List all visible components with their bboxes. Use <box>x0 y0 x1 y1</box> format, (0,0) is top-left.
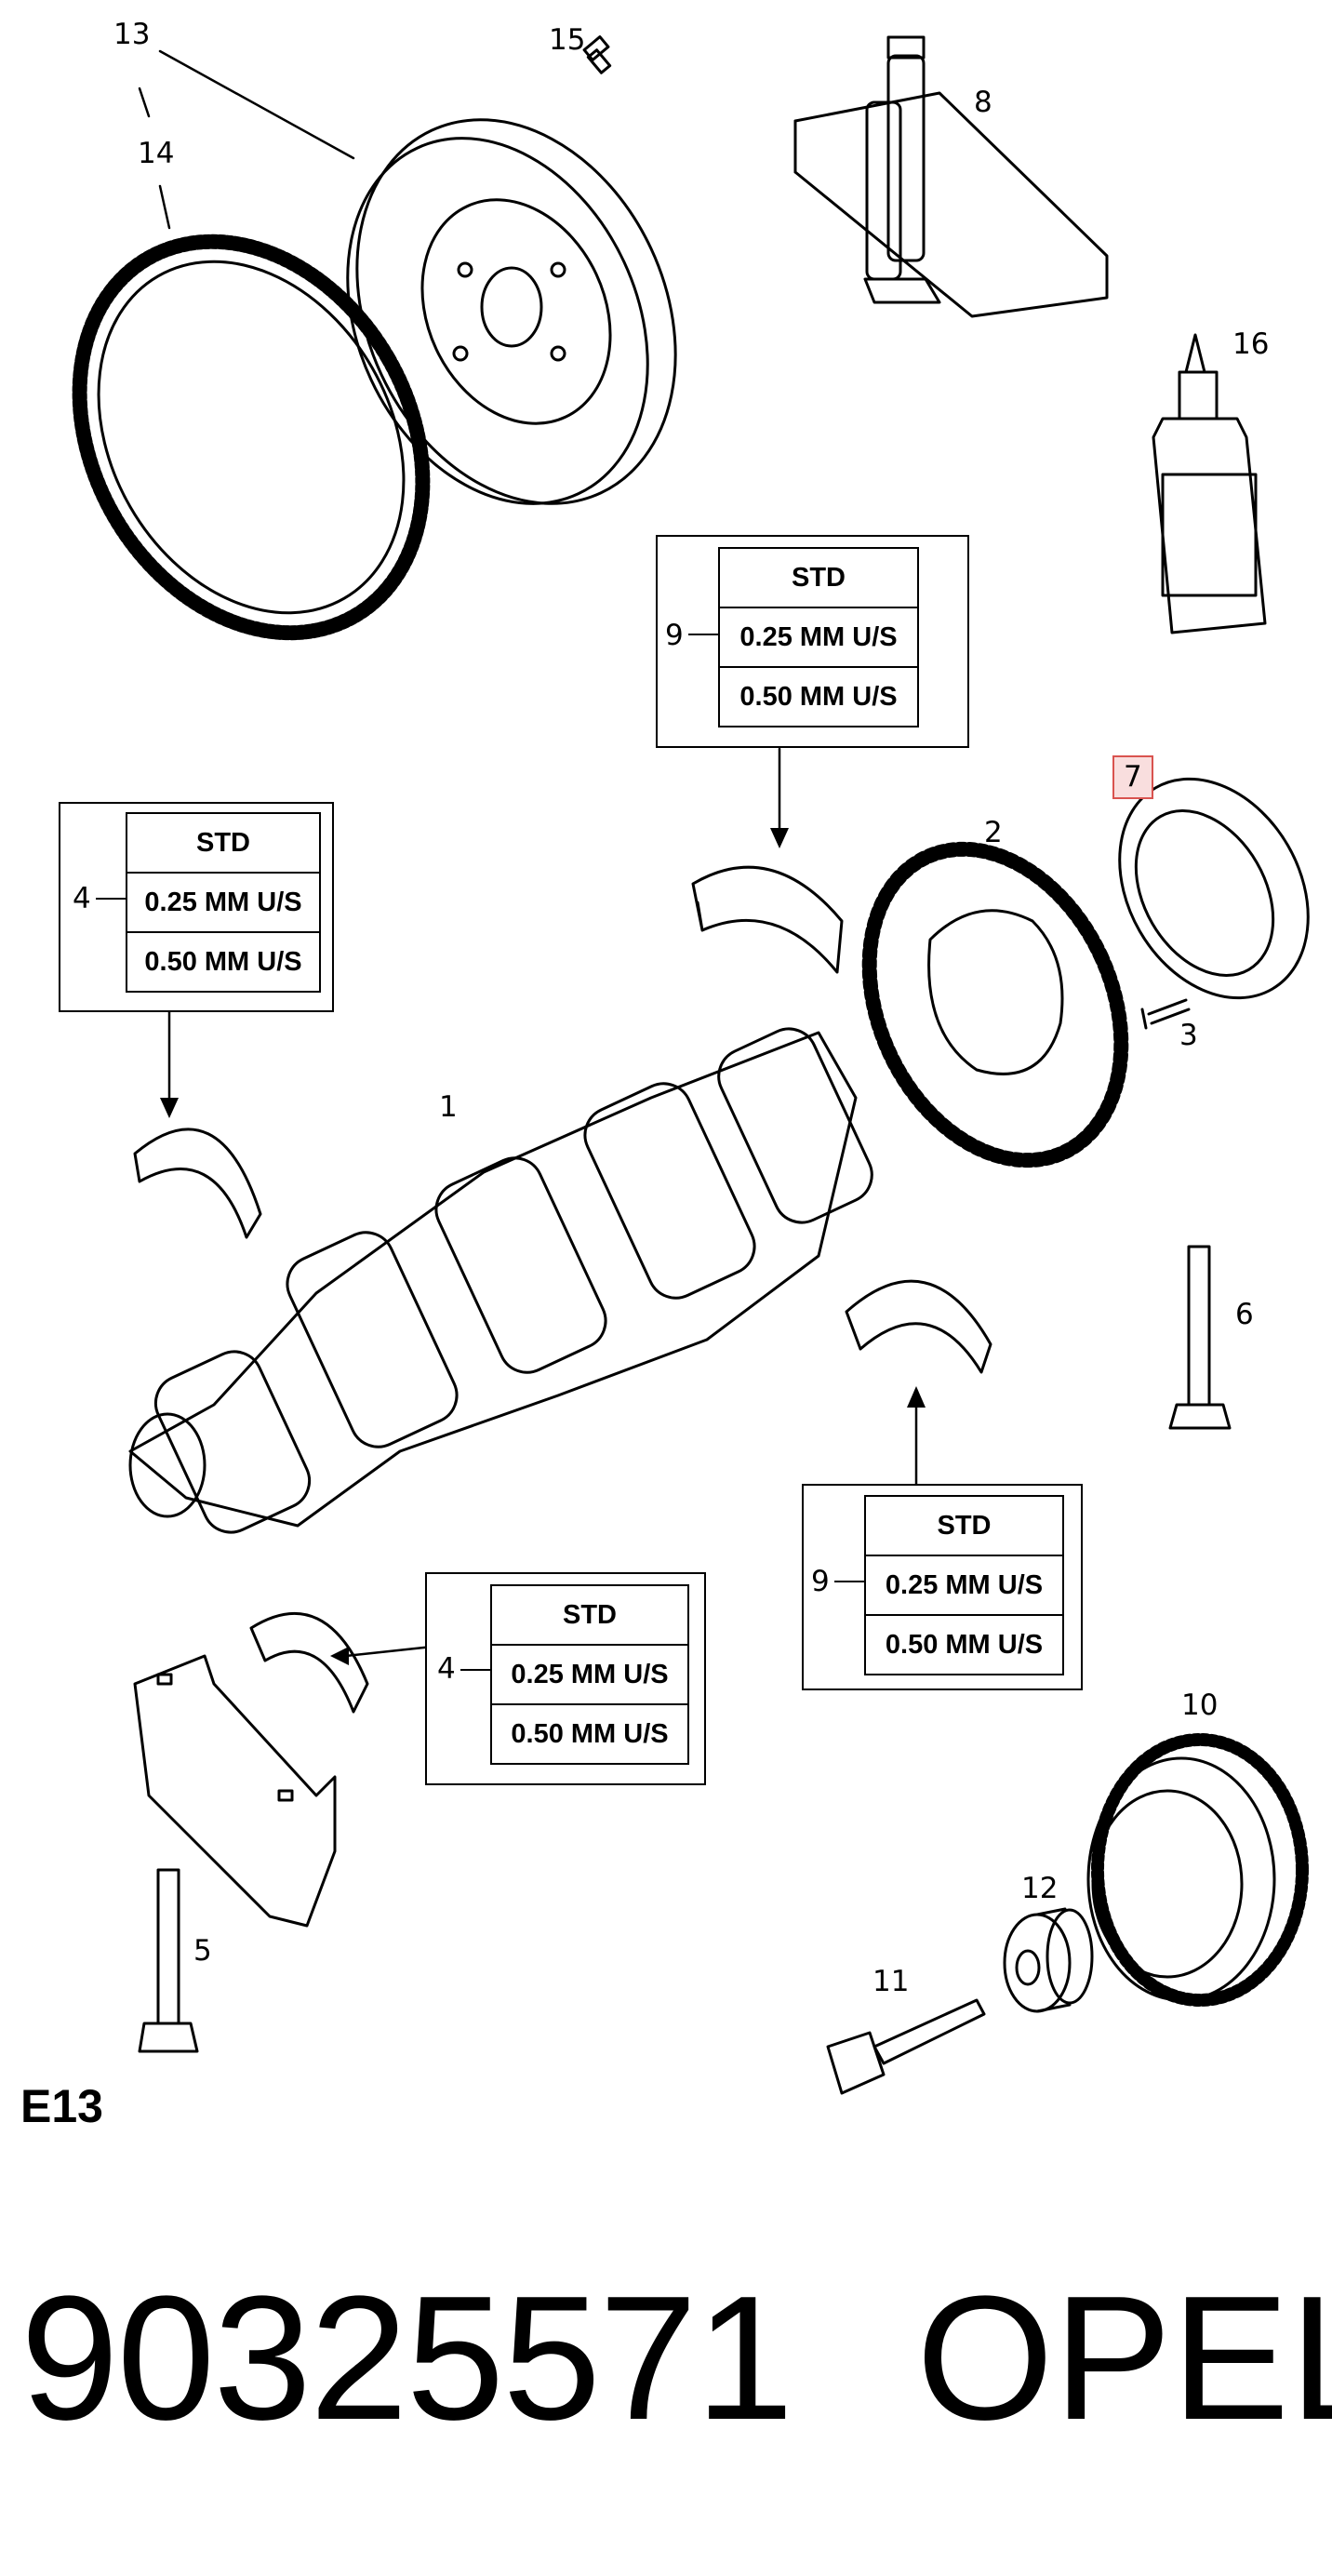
bearing-shell-lower-right-drawing <box>845 1279 992 1374</box>
spec-row-025: 0.25 MM U/S <box>490 1644 689 1705</box>
spec-table-left: STD 0.25 MM U/S 0.50 MM U/S <box>126 812 321 993</box>
screw-3-drawing <box>1140 998 1191 1030</box>
spec-row-std: STD <box>864 1495 1064 1556</box>
bearing-shell-left-drawing <box>133 1128 262 1239</box>
sealant-kit-drawing <box>793 35 1109 318</box>
callout-15: 15 <box>549 23 586 57</box>
callout-10: 10 <box>1181 1688 1219 1722</box>
spec-row-std: STD <box>718 547 919 608</box>
callout-1: 1 <box>439 1090 458 1124</box>
reluctor-ring-drawing <box>861 841 1129 1168</box>
callout-2: 2 <box>984 816 1003 849</box>
callout-5: 5 <box>193 1934 212 1968</box>
callout-8: 8 <box>974 86 992 119</box>
leader-lines <box>138 49 918 1658</box>
spec-row-025: 0.25 MM U/S <box>718 607 919 668</box>
ring-gear-drawing <box>72 234 431 641</box>
spec-row-std: STD <box>126 812 321 874</box>
bearing-shell-upper-drawing <box>691 865 844 974</box>
spec-ref-left: 4 <box>73 882 91 915</box>
bearing-cap-drawing <box>133 1654 337 1928</box>
callout-12: 12 <box>1021 1872 1059 1905</box>
crank-pulley-drawing <box>1086 1733 1309 2007</box>
callout-7-highlighted: 7 <box>1112 755 1153 799</box>
part-number: 90325571 <box>20 2260 793 2457</box>
oil-bottle-drawing <box>1152 333 1267 634</box>
spec-row-050: 0.50 MM U/S <box>490 1703 689 1765</box>
arrowheads <box>160 828 926 1665</box>
crankshaft-drawing <box>128 1027 873 1534</box>
callout-6: 6 <box>1235 1298 1254 1331</box>
bolt-6-drawing <box>1168 1245 1232 1430</box>
spec-ref-top: 9 <box>665 619 684 652</box>
bearing-shell-bottom-drawing <box>249 1611 369 1714</box>
washer-drawing <box>1003 1907 1094 2013</box>
spec-row-025: 0.25 MM U/S <box>864 1555 1064 1616</box>
brand-name: OPEL <box>916 2260 1332 2457</box>
seal-ring-drawing <box>1118 777 1310 1000</box>
spec-ref-bottom: 4 <box>437 1652 456 1686</box>
callout-16: 16 <box>1232 327 1270 361</box>
callout-14: 14 <box>138 137 175 170</box>
spec-table-bottom: STD 0.25 MM U/S 0.50 MM U/S <box>490 1584 689 1765</box>
callout-3: 3 <box>1179 1019 1198 1052</box>
spec-row-050: 0.50 MM U/S <box>718 666 919 727</box>
spec-table-top: STD 0.25 MM U/S 0.50 MM U/S <box>718 547 919 727</box>
spec-row-std: STD <box>490 1584 689 1646</box>
bolt-15-drawing <box>582 35 612 74</box>
bolt-11-drawing <box>826 1998 986 2095</box>
callout-13: 13 <box>113 18 151 51</box>
spec-row-050: 0.50 MM U/S <box>864 1614 1064 1675</box>
spec-table-right: STD 0.25 MM U/S 0.50 MM U/S <box>864 1495 1064 1675</box>
section-label: E13 <box>20 2080 103 2132</box>
spec-row-025: 0.25 MM U/S <box>126 872 321 933</box>
spec-row-050: 0.50 MM U/S <box>126 931 321 993</box>
spec-ref-right: 9 <box>811 1565 830 1598</box>
flywheel-drawing <box>346 118 677 505</box>
callout-11: 11 <box>872 1965 910 1998</box>
bolt-5-drawing <box>138 1868 199 2053</box>
